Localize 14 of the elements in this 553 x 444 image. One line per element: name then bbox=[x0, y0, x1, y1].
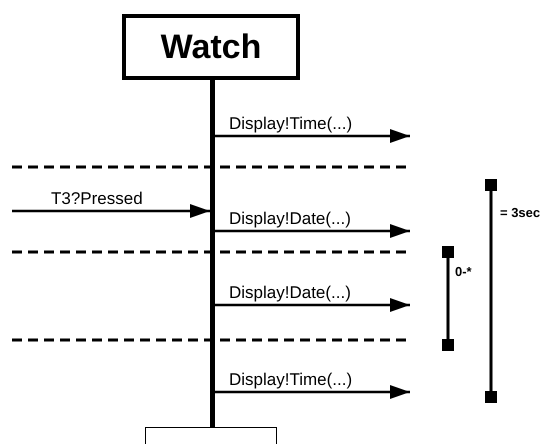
message-label: Display!Date(...) bbox=[228, 210, 352, 228]
message-arrow bbox=[12, 204, 210, 218]
message-arrow bbox=[215, 129, 410, 143]
message-label: Display!Time(...) bbox=[228, 371, 354, 389]
message-label: Display!Date(...) bbox=[228, 284, 352, 302]
message-label: Display!Time(...) bbox=[228, 115, 354, 133]
message-arrow bbox=[215, 385, 410, 399]
lifeline-end-box bbox=[145, 427, 277, 444]
message-arrow bbox=[215, 224, 410, 238]
timing-constraint-label: 0-* bbox=[455, 265, 472, 279]
lifeline-head-box: Watch bbox=[122, 14, 300, 80]
message-arrow bbox=[215, 298, 410, 312]
lifeline bbox=[210, 80, 215, 428]
timing-constraint-label: = 3sec bbox=[500, 206, 540, 220]
